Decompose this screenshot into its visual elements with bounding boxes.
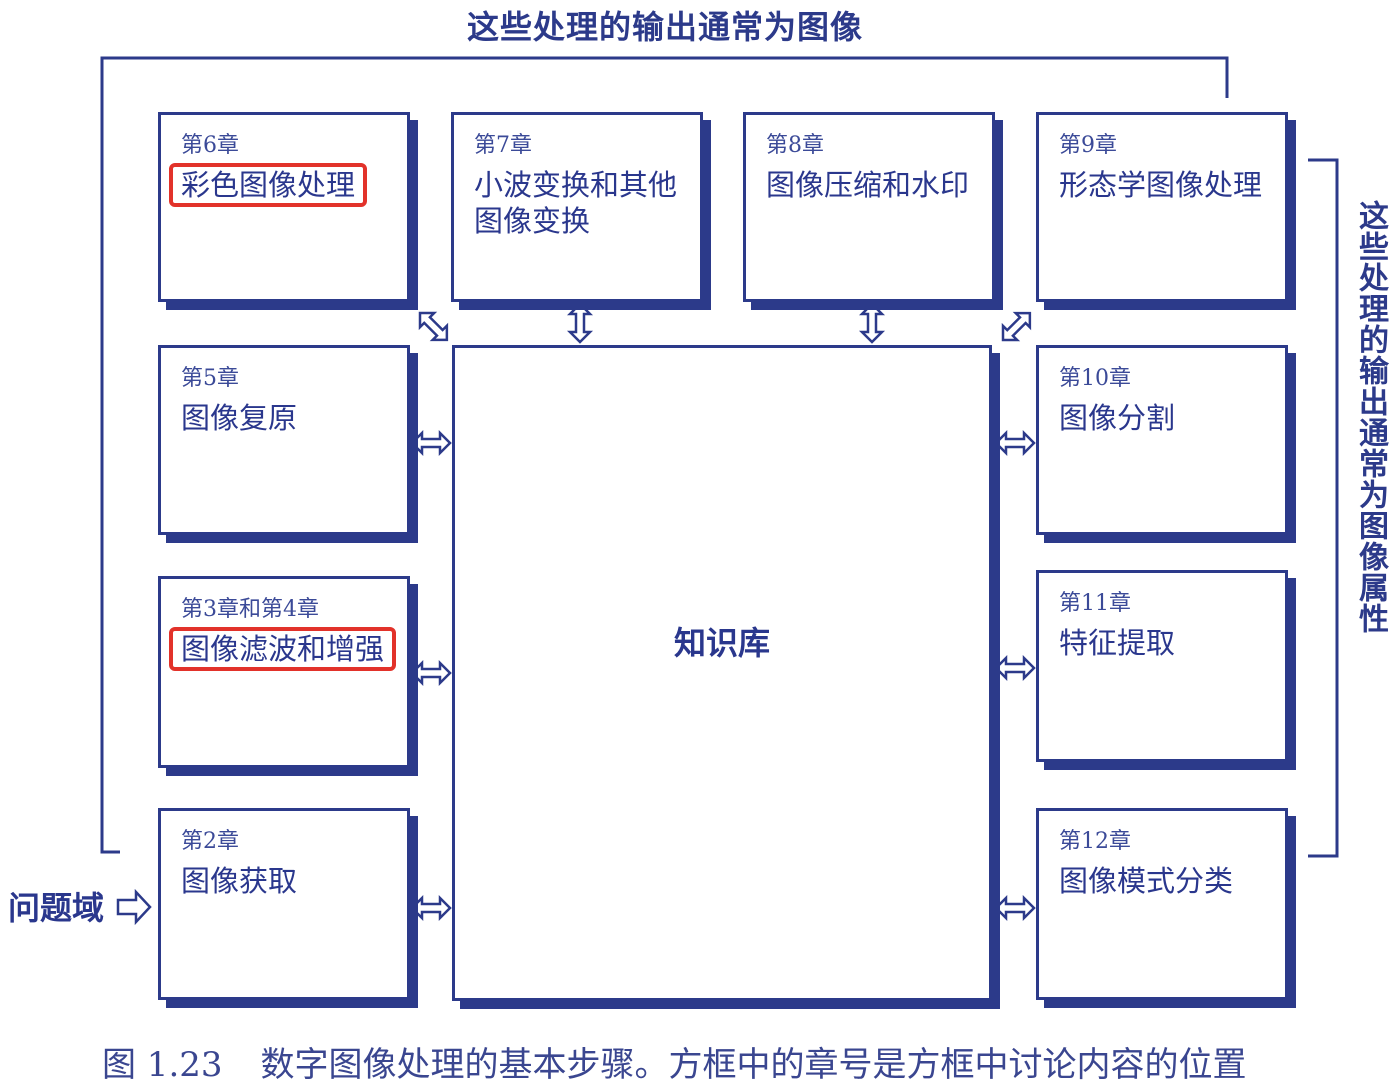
problem-domain-arrow [116,888,152,926]
box-chapter-8: 第8章 图像压缩和水印 [743,112,995,302]
chapter-number: 第8章 [766,133,824,158]
chapter-number: 第2章 [181,829,239,854]
knowledge-base-box: 知识库 [452,345,992,1001]
box-title: 特征提取 [1059,626,1176,660]
figure-caption: 图 1.23 数字图像处理的基本步骤。方框中的章号是方框中讨论内容的位置 [102,1037,1247,1086]
arrow-kb-b11 [994,656,1036,680]
caption-text: 数字图像处理的基本步骤。方框中的章号是方框中讨论内容的位置 [260,1045,1247,1085]
box-chapter-11: 第11章 特征提取 [1036,570,1288,762]
box-title: 图像模式分类 [1059,864,1234,898]
box-chapter-5: 第5章 图像复原 [158,345,410,535]
knowledge-base-label: 知识库 [673,624,770,662]
right-bracket [1308,158,1339,858]
arrow-b5-kb [410,431,452,455]
caption-number: 图 1.23 [102,1045,223,1085]
arrow-kb-b9 [994,304,1039,349]
side-label: 这些处理的输出通常为图像属性 [1353,200,1388,634]
chapter-number: 第5章 [181,366,239,391]
chapter-number: 第12章 [1059,829,1131,854]
top-label: 这些处理的输出通常为图像 [466,8,863,46]
chapter-number: 第6章 [181,133,239,158]
box-title: 形态学图像处理 [1059,168,1263,202]
box-title: 图像复原 [181,401,298,435]
chapter-number: 第10章 [1059,366,1131,391]
box-chapter-7: 第7章 小波变换和其他 图像变换 [451,112,703,302]
problem-domain-label: 问题域 [8,889,105,927]
box-title-line1: 小波变换和其他 [474,168,678,202]
chapter-number: 第11章 [1059,591,1131,616]
arrow-b2-kb [410,896,452,920]
box-chapter-2: 第2章 图像获取 [158,808,410,1000]
box-title: 图像获取 [181,864,298,898]
box-chapter-6: 第6章 彩色图像处理 [158,112,410,302]
chapter-number: 第3章和第4章 [181,597,319,622]
box-title: 图像分割 [1059,401,1176,435]
box-title-highlighted: 图像滤波和增强 [169,627,397,671]
box-chapter-12: 第12章 图像模式分类 [1036,808,1288,1000]
box-title-line2: 图像变换 [474,204,591,238]
arrow-b6-kb [411,304,456,349]
arrow-kb-b12 [994,896,1036,920]
arrow-b7-kb [568,302,592,344]
chapter-number: 第9章 [1059,133,1117,158]
arrow-b34-kb [410,661,452,685]
box-chapter-3-4: 第3章和第4章 图像滤波和增强 [158,576,410,768]
arrow-b8-kb [860,302,884,344]
box-chapter-10: 第10章 图像分割 [1036,345,1288,535]
box-title: 图像压缩和水印 [766,168,970,202]
arrow-kb-b10 [994,431,1036,455]
top-bracket [100,56,1229,854]
box-title-highlighted: 彩色图像处理 [169,163,368,207]
box-chapter-9: 第9章 形态学图像处理 [1036,112,1288,302]
chapter-number: 第7章 [474,133,532,158]
